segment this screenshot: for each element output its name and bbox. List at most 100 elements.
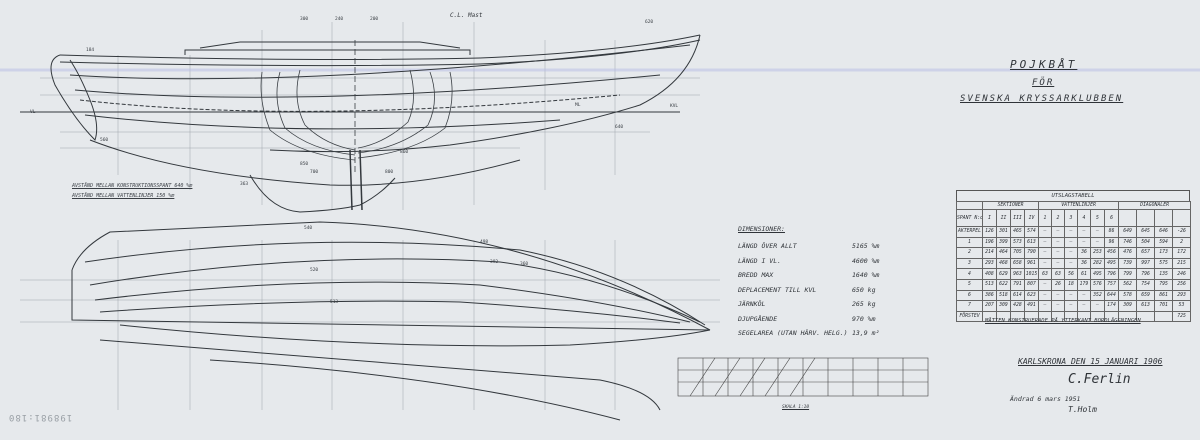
table-cell: — [1090, 300, 1105, 312]
table-cell: 495 [1090, 268, 1105, 280]
table-cell: — [1051, 257, 1065, 270]
table-cell: 575 [1154, 257, 1174, 270]
column-header: 3 [1064, 209, 1078, 227]
scale-label: SKALA 1:10 [782, 405, 810, 410]
table-cell: 799 [1118, 268, 1138, 280]
table-cell: 629 [996, 268, 1011, 280]
group-header: VATTENLINJER [1037, 201, 1120, 210]
table-cell: 36 [1077, 257, 1091, 270]
table-cell: 2 [956, 247, 983, 259]
table-cell: — [1038, 300, 1052, 312]
table-cell: — [1064, 300, 1078, 312]
table-cell: 613 [1136, 300, 1156, 312]
dimension-label: DEPLACEMENT TILL KVL [738, 285, 817, 294]
amendment-signature: T.Holm [1068, 405, 1097, 414]
table-cell: 399 [996, 236, 1011, 249]
profile-label: 513 [330, 300, 339, 305]
table-cell: 594 [1154, 236, 1174, 249]
table-cell: 795 [1154, 278, 1174, 291]
table-cell: — [1090, 226, 1105, 238]
profile-label: 184 [86, 48, 95, 53]
column-header: SPANT N:o [956, 209, 983, 227]
dimension-row: SEGELAREA (UTAN HÄRV. HELG.)13,9 m² [738, 326, 888, 341]
offsets-table: UTSLAGSTABELL SEKTIONER VATTENLINJER DIA… [956, 190, 1192, 323]
table-cell: 2 [1172, 236, 1192, 249]
profile-label: VL [30, 110, 36, 115]
plan-view [71, 221, 711, 421]
table-cell: 791 [1010, 278, 1025, 291]
column-header: 5 [1090, 209, 1105, 227]
profile-label: 363 [240, 182, 249, 187]
table-cell: 861 [1154, 289, 1174, 302]
table-cell: 1 [956, 236, 983, 249]
table-cell: 646 [1154, 226, 1174, 238]
amendment-note: Ändrad 6 mars 1951 [1010, 395, 1081, 403]
table-cell: 4 [956, 268, 983, 280]
table-cell: 309 [996, 300, 1011, 312]
table-cell: 5 [956, 278, 983, 291]
profile-label: 540 [304, 226, 313, 231]
frame-spacing-note: AVSTÅND MELLAN KONSTRUKTIONSSPANT 640 %m [72, 183, 193, 189]
profile-label: ML [575, 103, 581, 108]
dimension-value: 4600 %m [852, 256, 880, 265]
table-cell: 256 [1172, 278, 1192, 291]
table-cell: 179 [1077, 278, 1091, 291]
table-cell: — [1064, 289, 1078, 302]
table-cell: 622 [996, 278, 1011, 291]
column-header: II [996, 209, 1011, 227]
profile-label: 640 [615, 125, 624, 130]
profile-label: 200 [370, 17, 379, 22]
table-cell: 3 [956, 257, 983, 270]
table-cell: — [1038, 289, 1052, 302]
drawing-title-for: FÖR [1032, 78, 1055, 88]
table-cell: 790 [1024, 247, 1039, 259]
table-cell: 301 [996, 226, 1011, 238]
body-plan [260, 40, 453, 175]
profile-label: 392 [490, 260, 499, 265]
dimension-value: 265 kg [852, 300, 876, 309]
dimension-label: BREDD MAX [738, 271, 774, 280]
group-header: DIAGONALER [1118, 201, 1192, 210]
table-cell: 172 [1172, 247, 1192, 259]
table-cell: — [1051, 226, 1065, 238]
profile-label: 860 [400, 150, 409, 155]
profile-label: 300 [300, 17, 309, 22]
table-cell: — [1077, 289, 1091, 302]
profile-label: 240 [335, 17, 344, 22]
table-cell: — [1038, 236, 1052, 249]
table-cell: 135 [1154, 268, 1174, 280]
table-cell: — [1051, 247, 1065, 259]
station-lines [20, 22, 720, 410]
table-cell: 578 [1118, 289, 1138, 302]
table-cell: — [1051, 300, 1065, 312]
column-header: 6 [1103, 209, 1120, 227]
table-cell: 491 [1024, 300, 1039, 312]
table-cell: 574 [1024, 226, 1039, 238]
archive-stamp: 198981:180 [8, 412, 73, 422]
column-header [1136, 209, 1156, 227]
profile-label: 360 [520, 262, 529, 267]
table-cell: 36 [1077, 247, 1091, 259]
table-cell: — [1077, 226, 1091, 238]
drawing-title: POJKBÅT [1010, 58, 1078, 71]
column-header: I [982, 209, 997, 227]
table-cell: 26 [1051, 278, 1065, 291]
table-cell: 196 [982, 236, 997, 249]
table-cell: 86 [1103, 226, 1120, 238]
table-cell: 739 [1118, 257, 1138, 270]
dimensions-heading: DIMENSIONER: [738, 225, 785, 233]
table-cell: 428 [1010, 300, 1025, 312]
table-cell: 504 [1136, 236, 1156, 249]
table-cell: — [1064, 226, 1078, 238]
dimension-label: SEGELAREA (UTAN HÄRV. HELG.) [738, 329, 848, 338]
table-cell: 562 [1118, 278, 1138, 291]
table-cell: 657 [1136, 247, 1156, 259]
